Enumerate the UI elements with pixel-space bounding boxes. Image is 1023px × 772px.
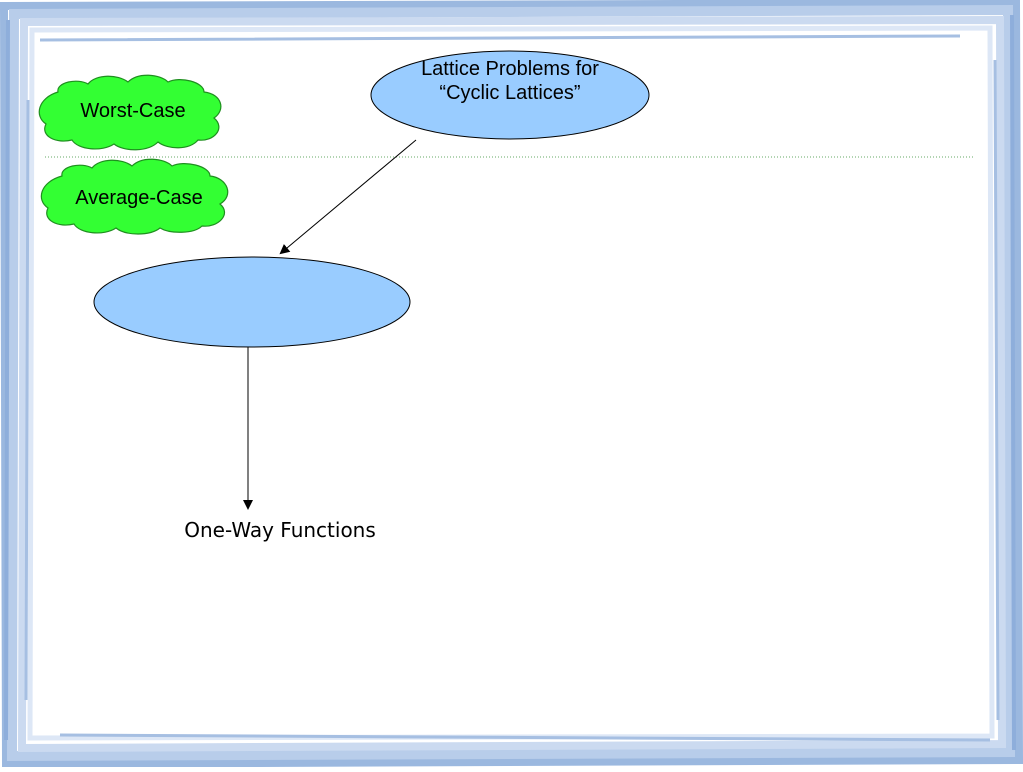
- average-case-cloud: [40, 158, 229, 235]
- edge-lattice-to-empty: [279, 139, 417, 255]
- average-case-label: Average-Case: [75, 187, 203, 209]
- empty-node: [93, 256, 411, 348]
- one-way-functions-label: One-Way Functions: [184, 518, 376, 542]
- worst-case-cloud: [38, 74, 222, 151]
- worst-case-label: Worst-Case: [80, 100, 186, 122]
- lattice-problems-label: Lattice Problems for “Cyclic Lattices”: [421, 58, 599, 104]
- lattice-problems-node: [370, 50, 650, 140]
